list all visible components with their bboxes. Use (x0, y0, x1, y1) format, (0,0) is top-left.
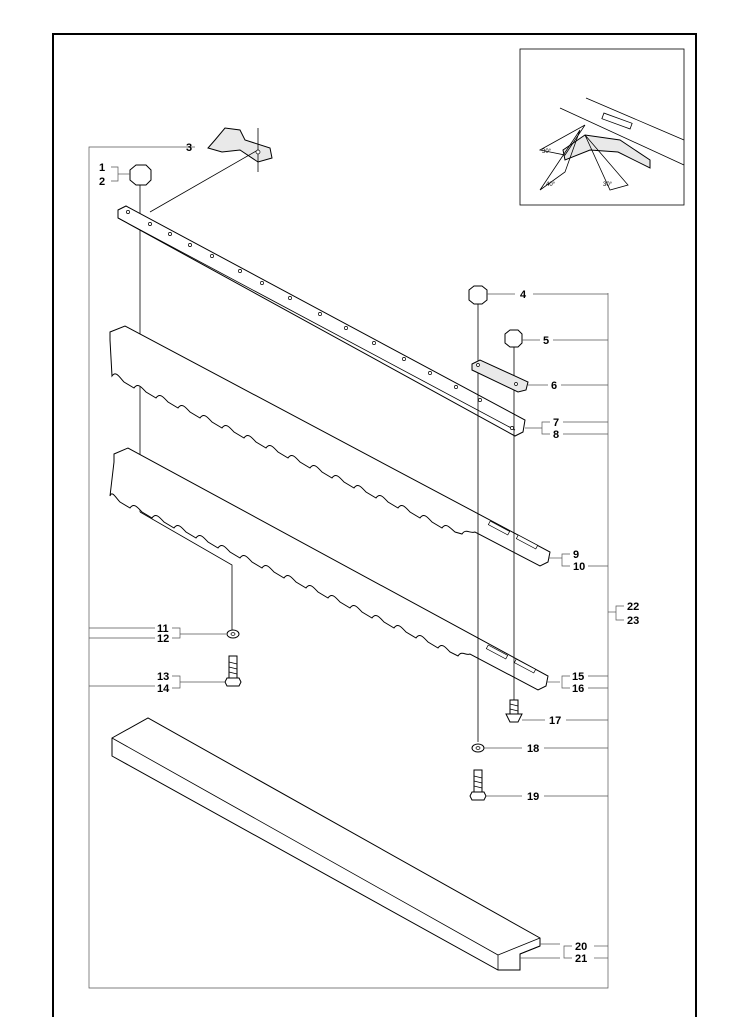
callout-7: 7 (553, 417, 559, 429)
nut-right-5 (504, 329, 523, 700)
bolt-left (224, 655, 242, 687)
callout-labels: 1 2 3 4 5 6 7 8 9 10 11 12 13 14 15 16 1… (99, 142, 639, 965)
callout-14: 14 (157, 683, 170, 695)
callout-23: 23 (627, 615, 639, 627)
blade-sheath (111, 717, 541, 971)
callout-20: 20 (575, 941, 587, 953)
callout-17: 17 (549, 715, 561, 727)
lower-toothed-blade (109, 447, 549, 691)
angle-label-c: 30° (603, 182, 613, 188)
callout-19: 19 (527, 791, 539, 803)
plate-6 (471, 359, 529, 393)
callout-3: 3 (186, 142, 192, 154)
nut-right-4 (468, 285, 488, 742)
angle-label-b: 40° (546, 182, 556, 188)
bolt-17 (505, 699, 523, 723)
left-assembly-axis (139, 511, 233, 630)
callout-18: 18 (527, 743, 539, 755)
callout-21: 21 (575, 953, 587, 965)
bracket-part (149, 127, 273, 213)
callout-16: 16 (572, 683, 584, 695)
blade-angle-detail-inset: 30° 40° 30° (519, 48, 685, 206)
callout-6: 6 (551, 380, 557, 392)
callout-12: 12 (157, 633, 169, 645)
callout-9: 9 (573, 549, 579, 561)
callout-4: 4 (520, 289, 527, 301)
assembly-bracket (88, 146, 609, 989)
callout-2: 2 (99, 176, 105, 188)
angle-label-a: 30° (542, 149, 552, 155)
callout-8: 8 (553, 429, 559, 441)
callout-1: 1 (99, 162, 105, 174)
washer-left (226, 629, 240, 639)
callout-13: 13 (157, 671, 169, 683)
page-frame (52, 33, 697, 1017)
callout-22: 22 (627, 601, 639, 613)
callout-10: 10 (573, 561, 585, 573)
washer-18 (471, 743, 485, 753)
top-cutter-bar (117, 205, 526, 437)
callout-5: 5 (543, 335, 549, 347)
callout-15: 15 (572, 671, 584, 683)
callout-leaders (89, 166, 624, 959)
bolt-19 (469, 769, 487, 801)
callout-11: 11 (157, 623, 169, 635)
upper-toothed-blade (109, 325, 551, 567)
